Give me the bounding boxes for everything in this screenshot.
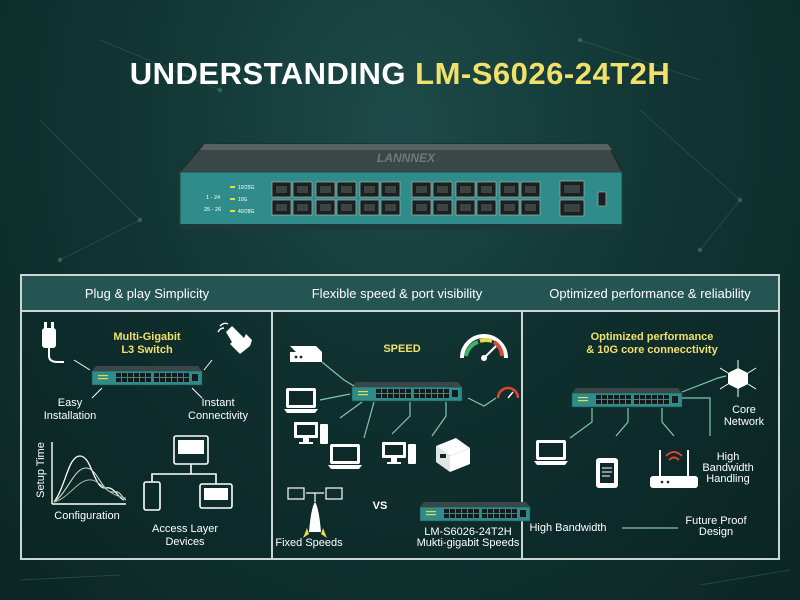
instant-line2: Connectivity <box>188 410 248 422</box>
page-title: UNDERSTANDING LM-S6026-24T2H <box>0 56 800 92</box>
hero-rj45-port-inner <box>364 204 375 211</box>
future-proof-line2: Design <box>699 526 733 538</box>
column-header-plug-play: Plug & play Simplicity <box>84 286 210 301</box>
easy-line1: Easy <box>58 397 83 409</box>
model-label: LM-S6026-24T2H <box>424 526 511 538</box>
high-bw-handling-line1: High <box>717 451 740 463</box>
laptop-icon <box>534 440 568 465</box>
plug-icon <box>42 322 64 363</box>
hero-sfp-ports <box>559 180 585 217</box>
col2-multi-gig-switch <box>419 501 531 522</box>
core-network-icon <box>719 360 757 397</box>
column-header-flexible-speed: Flexible speed & port visibility <box>311 286 483 301</box>
hero-rj45-port-inner <box>297 186 308 193</box>
col1-switch-image <box>91 365 203 386</box>
fixed-speeds-label: Fixed Speeds <box>275 537 343 549</box>
future-proof-line1: Future Proof <box>685 515 747 527</box>
access-line2: Devices <box>165 536 205 548</box>
pc-icon <box>382 442 416 464</box>
hero-rj45-port-inner <box>525 186 536 193</box>
multi-gig-label: Mukti-gigabit Speeds <box>417 537 520 549</box>
hero-rj45-port-inner <box>481 204 492 211</box>
features-panel: Plug & play Simplicity Flexible speed & … <box>20 274 780 560</box>
hero-legend-ports-a: 1 - 24 <box>206 195 220 201</box>
hero-legend-speed-3: 40/28G <box>238 209 255 215</box>
small-gauge-icon <box>496 386 520 399</box>
setup-time-chart <box>51 442 127 505</box>
title-prefix: UNDERSTANDING <box>129 56 416 91</box>
vs-label: VS <box>373 500 388 512</box>
hero-rj45-port-inner <box>364 186 375 193</box>
hero-rj45-port-inner <box>481 186 492 193</box>
column-divider <box>271 312 273 558</box>
touch-hand-icon <box>217 322 252 354</box>
wifi-router-icon <box>650 450 698 488</box>
hero-rj45-port-inner <box>385 204 396 211</box>
optimized-line2: & 10G core connecctivity <box>586 344 718 356</box>
access-devices-icon <box>143 435 233 511</box>
col3-switch-image <box>571 387 683 408</box>
hero-rj45-port-inner <box>437 186 448 193</box>
hero-rj45-port-inner <box>276 204 287 211</box>
hero-rj45-port-inner <box>341 204 352 211</box>
connection-lines <box>319 361 497 439</box>
hero-legend-speed-1: 10/25G <box>238 185 255 191</box>
easy-line2: Installation <box>44 410 97 422</box>
features-header: Plug & play Simplicity Flexible speed & … <box>22 276 778 312</box>
high-bw-handling-line3: Handling <box>706 473 749 485</box>
hero-switch-image: LANNNEX 1 - 24 25 - 26 10/25G 10G 40/28G <box>178 143 623 230</box>
core-line1: Core <box>732 404 756 416</box>
speed-label: SPEED <box>383 343 420 355</box>
column-divider <box>521 312 523 558</box>
hero-rj45-port-inner <box>460 186 471 193</box>
column-header-optimized: Optimized performance & reliability <box>549 286 751 301</box>
hero-rj45-port-inner <box>504 204 515 211</box>
fixed-speed-devices-icon <box>287 487 343 538</box>
hero-brand-mark: LANNNEX <box>377 151 436 165</box>
optimized-line1: Optimized performance <box>591 331 714 343</box>
hero-rj45-ports <box>271 181 541 216</box>
col2-switch-image <box>351 381 463 402</box>
core-line2: Network <box>724 416 765 428</box>
hero-rj45-port-inner <box>416 186 427 193</box>
hero-rj45-port-inner <box>320 204 331 211</box>
pc-icon <box>294 422 328 444</box>
high-bw-handling-line2: Bandwidth <box>702 462 753 474</box>
speedometer-icon <box>460 334 508 361</box>
laptop-icon <box>284 388 318 413</box>
access-line1: Access Layer <box>152 523 218 535</box>
printer-icon <box>436 438 470 472</box>
hero-rj45-port-inner <box>525 204 536 211</box>
hero-rj45-port-inner <box>416 204 427 211</box>
high-bandwidth-label: High Bandwidth <box>529 522 606 534</box>
tablet-icon <box>596 458 618 488</box>
hero-rj45-port-inner <box>341 186 352 193</box>
chart-axis-y: Setup Time <box>35 442 47 498</box>
chart-axis-x: Configuration <box>54 510 119 522</box>
hero-legend-ports-b: 25 - 26 <box>204 207 221 213</box>
hero-rj45-port-inner <box>385 186 396 193</box>
hero-rj45-port-inner <box>297 204 308 211</box>
hero-rj45-port-inner <box>460 204 471 211</box>
features-illustrations: Multi-Gigabit L3 Switch Easy Installatio… <box>35 322 765 549</box>
hero-rj45-port-inner <box>504 186 515 193</box>
switch-label-line2: L3 Switch <box>121 344 173 356</box>
laptop-icon <box>328 444 362 469</box>
col3-connection-lines <box>569 375 727 529</box>
title-product: LM-S6026-24T2H <box>415 56 671 91</box>
switch-label-line1: Multi-Gigabit <box>113 331 181 343</box>
hero-legend-speed-2: 10G <box>238 197 248 203</box>
hero-rj45-port-inner <box>276 186 287 193</box>
router-device-icon <box>290 346 322 362</box>
hero-rj45-port-inner <box>437 204 448 211</box>
hero-usb-port <box>597 191 607 207</box>
instant-line1: Instant <box>201 397 234 409</box>
hero-rj45-port-inner <box>320 186 331 193</box>
